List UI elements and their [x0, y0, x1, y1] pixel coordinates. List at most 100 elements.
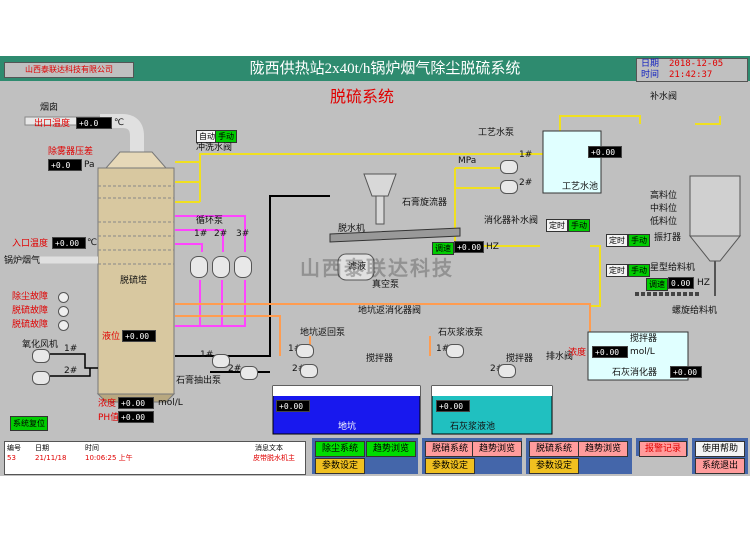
fault-desulf-2-indicator: [58, 320, 69, 331]
table-cell-msg: 皮带脱水机主: [253, 454, 295, 462]
lime-pump-2-label: 2#: [490, 364, 504, 374]
process-pump-1[interactable]: [500, 160, 518, 174]
vibrator-label: 振打器: [654, 233, 682, 243]
denitr-system-button[interactable]: 脱硝系统: [425, 441, 475, 457]
flush-manual-button[interactable]: 手动: [215, 130, 237, 143]
fan-1[interactable]: [32, 349, 50, 363]
digest-makeup-label: 消化器补水阀: [484, 216, 539, 226]
table-header-no: 编号: [7, 444, 21, 452]
trend1-button[interactable]: 趋势浏览: [366, 441, 416, 457]
params3-button[interactable]: 参数设定: [529, 458, 579, 474]
pit-stirrer-label: 搅拌器: [366, 354, 394, 364]
table-row[interactable]: 53 21/11/18 10:06:25 上午 皮带脱水机主: [5, 453, 305, 463]
cyclone-label: 石膏旋流器: [402, 198, 448, 208]
trend2-button[interactable]: 趋势浏览: [472, 441, 522, 457]
digest-makeup-timer-button[interactable]: 定时: [546, 219, 568, 232]
density-value: +0.00: [118, 397, 154, 409]
watermark: 山西泰联达科技: [300, 256, 454, 280]
circ-pump-1[interactable]: [190, 256, 208, 278]
circ-pump-1-label: 1#: [194, 229, 208, 239]
process-pump-2[interactable]: [500, 180, 518, 194]
digester-stirrer-label: 搅拌器: [630, 334, 658, 344]
process-diagram: [24, 114, 742, 435]
alarm-table: 编号 日期 时间 消息文本 53 21/11/18 10:06:25 上午 皮带…: [4, 441, 306, 475]
gypsum-pump-2[interactable]: [240, 366, 258, 380]
params1-button[interactable]: 参数设定: [315, 458, 365, 474]
outlet-temp-label: 出口温度: [34, 119, 71, 129]
pit-pump-2-label: 2#: [292, 364, 306, 374]
gypsum-pump-2-label: 2#: [228, 364, 242, 374]
main-title: 陇西供热站2x40t/h锅炉烟气除尘脱硫系统: [249, 61, 521, 77]
screw-speed-button[interactable]: 调速: [646, 278, 668, 291]
outlet-temp-value: +0.0: [76, 117, 112, 129]
date-label: 日期: [641, 59, 660, 69]
demister-unit: Pa: [84, 160, 95, 170]
digester-level-value: +0.00: [670, 366, 702, 378]
pit-pump-1[interactable]: [296, 344, 314, 358]
circ-pump-label: 循环泵: [196, 216, 224, 226]
company-name: 山西泰联达科技有限公司: [4, 62, 134, 78]
ph-label: PH值: [98, 413, 120, 423]
process-water-tank: [542, 130, 602, 194]
process-tank-value: +0.00: [588, 146, 622, 158]
star-feeder-manual-button[interactable]: 手动: [628, 264, 650, 277]
level-value: +0.00: [122, 330, 156, 342]
table-cell-no: 53: [7, 454, 16, 462]
silo-high-label: 高料位: [650, 191, 678, 201]
time-value: 21:42:37: [669, 70, 713, 80]
ph-value: +0.00: [118, 411, 154, 423]
gypsum-pump-1[interactable]: [212, 354, 230, 368]
lime-tank-value: +0.00: [436, 400, 470, 412]
silo-mid-label: 中料位: [650, 204, 678, 214]
pit-pump-1-label: 1#: [288, 344, 302, 354]
table-cell-time: 10:06:25 上午: [85, 454, 133, 462]
circ-pump-2[interactable]: [212, 256, 230, 278]
help-button[interactable]: 使用帮助: [695, 441, 745, 457]
fault-desulf-1: 脱硫故障: [12, 306, 49, 316]
digester-density-label: 浓度: [568, 348, 587, 358]
inlet-temp-label: 入口温度: [12, 239, 49, 249]
alarm-log-button[interactable]: 报警记录: [639, 441, 687, 457]
fan-2[interactable]: [32, 371, 50, 385]
belt-speed-unit: HZ: [486, 242, 499, 252]
density-unit: mol/L: [158, 398, 183, 408]
system-reset-button[interactable]: 系统复位: [10, 416, 48, 431]
vibrator-timer-button[interactable]: 定时: [606, 234, 628, 247]
gypsum-pump-1-label: 1#: [200, 350, 214, 360]
lime-pump-1[interactable]: [446, 344, 464, 358]
lime-pump-label: 石灰浆液泵: [438, 328, 484, 338]
chimney-pipe: [100, 114, 144, 152]
lime-tank-label: 石灰浆液池: [450, 422, 496, 432]
fault-desulf-2: 脱硫故障: [12, 320, 49, 330]
fan-2-label: 2#: [64, 366, 78, 376]
table-header-msg: 消息文本: [255, 444, 283, 452]
fan-label: 氧化风机: [22, 340, 59, 350]
trend3-button[interactable]: 趋势浏览: [578, 441, 628, 457]
star-feeder-label: 星型给料机: [650, 263, 696, 273]
digest-makeup-manual-button[interactable]: 手动: [568, 219, 590, 232]
vacuum-pump: [337, 253, 375, 281]
table-header-date: 日期: [35, 444, 49, 452]
date-value: 2018-12-05: [669, 59, 724, 69]
screw-speed-unit: HZ: [697, 278, 710, 288]
lime-stirrer-label: 搅拌器: [506, 354, 534, 364]
screw-feeder-label: 螺旋给料机: [672, 306, 718, 316]
gypsum-cyclone: [363, 173, 397, 197]
star-feeder-timer-button[interactable]: 定时: [606, 264, 628, 277]
screw-speed-value: 0.00: [668, 277, 694, 289]
pit-pump-2[interactable]: [300, 364, 318, 378]
vibrator-manual-button[interactable]: 手动: [628, 234, 650, 247]
fault-desulf-1-indicator: [58, 306, 69, 317]
desulf-system-button[interactable]: 脱硫系统: [529, 441, 579, 457]
level-label: 液位: [102, 332, 121, 342]
lime-pump-2[interactable]: [498, 364, 516, 378]
params2-button[interactable]: 参数设定: [425, 458, 475, 474]
dust-system-button[interactable]: 除尘系统: [315, 441, 365, 457]
table-cell-date: 21/11/18: [35, 454, 67, 462]
circ-pump-3[interactable]: [234, 256, 252, 278]
flue-gas-label: 锅炉烟气: [4, 256, 41, 266]
pit-tank-value: +0.00: [276, 400, 310, 412]
exit-button[interactable]: 系统退出: [695, 458, 745, 474]
belt-speed-button[interactable]: 调速: [432, 242, 454, 255]
chimney-label: 烟囱: [40, 103, 59, 113]
